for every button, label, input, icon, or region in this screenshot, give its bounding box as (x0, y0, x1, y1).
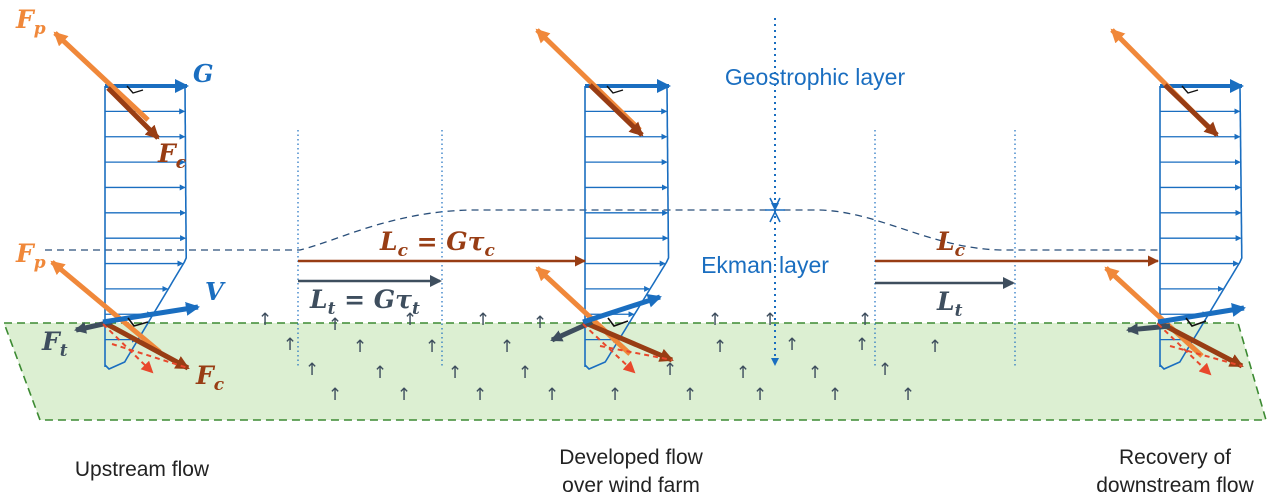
pressure-force-arrow (535, 266, 632, 356)
turbine-icon: ↑ (545, 385, 559, 405)
right-angle-mark (1181, 85, 1199, 94)
label-geostrophic-wind: G (193, 59, 214, 88)
right-angle-mark (607, 317, 629, 327)
label-turbulent-length: Lt (936, 287, 963, 321)
turbulent-force-arrow (1126, 323, 1171, 336)
turbine-icon: ↑ (476, 310, 490, 330)
layer-thickness-marker (765, 18, 785, 366)
resultant-arrow (102, 323, 154, 374)
turbine-icon: ↑ (328, 315, 342, 335)
caption-recovery-line2: downstream flow (1096, 474, 1254, 497)
turbine-icon: ↑ (683, 385, 697, 405)
label-coriolis-length: Lc (936, 227, 966, 261)
geostrophic-layer-label: Geostrophic layer (725, 64, 906, 90)
turbine-icon: ↑ (473, 385, 487, 405)
coriolis-force-arrow (106, 86, 160, 140)
turbine-icon: ↑ (855, 335, 869, 355)
turbine-icon: ↑ (878, 360, 892, 380)
label-turbulent-force: Ft (41, 327, 68, 361)
turbine-icon: ↑ (753, 385, 767, 405)
velocity-arrow (582, 294, 662, 325)
turbine-icon: ↑ (283, 335, 297, 355)
coriolis-force-arrow (588, 83, 644, 137)
turbine-icon: ↑ (448, 363, 462, 383)
region-separators (297, 130, 1016, 368)
turbine-icon: ↑ (708, 310, 722, 330)
right-angle-mark (606, 85, 624, 94)
turbine-icon: ↑ (736, 363, 750, 383)
velocity-arrow (102, 301, 200, 325)
coriolis-force-arrow (101, 319, 190, 371)
turbine-icon: ↑ (858, 310, 872, 330)
turbine-icon: ↑ (425, 337, 439, 357)
label-pressure-force-upper: Fp (15, 5, 46, 39)
turbine-icon: ↑ (713, 337, 727, 357)
turbine-icon: ↑ (785, 335, 799, 355)
coriolis-force-arrow (582, 319, 674, 363)
label-coriolis-force-upper: Fc (157, 139, 187, 173)
caption-recovery-line1: Recovery of (1119, 446, 1231, 469)
turbine-icon: ↑ (353, 337, 367, 357)
right-angle-mark (1185, 317, 1207, 327)
resultant-arrow (1157, 323, 1212, 376)
caption-developed-flow-line2: over wind farm (562, 474, 700, 497)
label-pressure-force-lower: Fp (15, 239, 46, 273)
turbine-icon: ↑ (328, 385, 342, 405)
right-angle-mark (127, 317, 149, 327)
force-arrows-lower (50, 260, 1246, 376)
profile-envelope (584, 85, 670, 370)
velocity-arrow (1157, 303, 1246, 325)
turbine-icon: ↑ (828, 385, 842, 405)
turbine-icon: ↑ (808, 363, 822, 383)
pressure-force-arrow (1104, 266, 1204, 358)
ground-plane (2, 322, 1268, 421)
resultant-arrow (599, 345, 673, 361)
force-arrows-upper (53, 28, 1219, 140)
coriolis-force-arrow (1163, 83, 1219, 137)
resultant-arrow (582, 323, 636, 374)
turbine-icon: ↑ (518, 363, 532, 383)
turbine-icon: ↑ (901, 385, 915, 405)
turbine-icon: ↑ (397, 385, 411, 405)
pressure-force-arrow (50, 260, 162, 354)
pressure-force-arrow (53, 31, 150, 122)
resultant-arrow (1169, 345, 1243, 367)
wind-turbines: ↑↑↑↑↑↑↑↑↑↑↑↑↑↑↑↑↑↑↑↑↑↑↑↑↑↑↑↑↑↑↑↑↑ (258, 310, 942, 405)
turbine-icon: ↑ (763, 310, 777, 330)
profile-envelope (104, 85, 187, 370)
turbine-icon: ↑ (258, 310, 272, 330)
coriolis-force-arrow (1156, 319, 1244, 369)
caption-developed-flow-line1: Developed flow (559, 446, 703, 469)
turbine-icon: ↑ (373, 363, 387, 383)
caption-upstream-flow: Upstream flow (75, 458, 210, 481)
turbine-icon: ↑ (608, 385, 622, 405)
turbine-icon: ↑ (500, 337, 514, 357)
length-scale-arrows (298, 255, 1159, 289)
velocity-profile-developed (584, 79, 671, 370)
label-coriolis-length-equation: Lc = Gτc (379, 227, 495, 261)
label-velocity: V (205, 277, 226, 306)
ekman-boundary-line (45, 209, 1160, 251)
right-angle-mark (126, 85, 144, 94)
turbine-icon: ↑ (403, 310, 417, 330)
ekman-layer-label: Ekman layer (701, 252, 829, 278)
resultant-arrow (111, 343, 189, 369)
label-coriolis-force-lower: Fc (195, 361, 225, 395)
turbine-icon: ↑ (663, 360, 677, 380)
turbine-icon: ↑ (533, 313, 547, 333)
label-turbulent-length-equation: Lt = Gτt (309, 285, 420, 319)
turbine-icon: ↑ (928, 337, 942, 357)
turbine-icon: ↑ (305, 360, 319, 380)
